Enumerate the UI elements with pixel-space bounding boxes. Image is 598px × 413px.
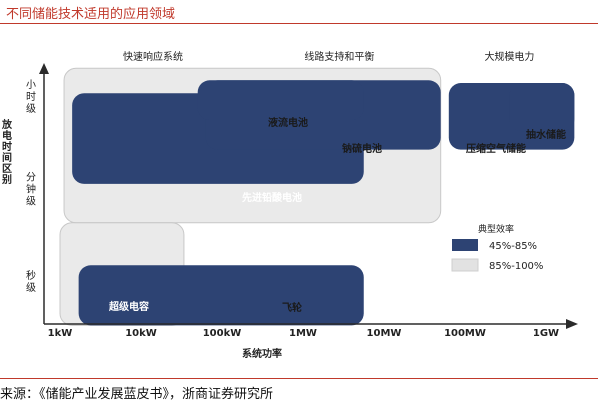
source-note: 来源：《储能产业发展蓝皮书》，浙商证券研究所 (0, 387, 274, 402)
y-axis-arrow (39, 63, 49, 74)
tech-box-5 (78, 265, 364, 326)
tech-label-1: 先进铅酸电池 (242, 191, 302, 204)
x-tick-label-0: 1kW (48, 328, 73, 339)
source-divider (0, 378, 598, 379)
application-area-label-1: 线路支持和平衡 (304, 50, 374, 63)
legend: 典型效率 45%-85% 85%-100% (451, 223, 543, 272)
x-axis-arrow (566, 319, 578, 329)
tech-box-4 (197, 80, 364, 121)
page-title: 不同储能技术适用的应用领域 (6, 7, 176, 22)
legend-title: 典型效率 (478, 223, 514, 235)
x-axis-title: 系统功率 (242, 347, 282, 360)
legend-swatch-1 (451, 258, 479, 272)
application-area-label-2: 大规模电力 (484, 50, 534, 63)
y-axis-title: 放电时间区别 (1, 118, 13, 186)
x-tick-label-2: 100kW (203, 328, 242, 339)
y-tick-label-0: 秒级 (26, 269, 36, 294)
y-tick-label-2: 小时级 (26, 79, 36, 115)
x-tick-label-3: 1MW (289, 328, 317, 339)
legend-label-1: 85%-100% (489, 261, 543, 272)
x-tick-label-4: 10MW (367, 328, 402, 339)
tech-label-0: 锂离子电池 (333, 230, 383, 243)
tech-label-2: 钠硫电池 (342, 142, 382, 155)
tech-label-4: 超级电容 (108, 300, 149, 313)
application-area-label-0: 快速响应系统 (123, 50, 183, 63)
title-divider (0, 23, 598, 24)
tech-label-7: 抽水储能 (526, 128, 566, 141)
x-tick-label-1: 10kW (125, 328, 157, 339)
tech-label-3: 液流电池 (268, 116, 308, 129)
application-area-labels: 快速响应系统 线路支持和平衡 大规模电力 (123, 50, 534, 63)
legend-swatch-0 (452, 239, 478, 251)
technology-boxes (59, 67, 575, 326)
x-tick-label-6: 1GW (533, 328, 559, 339)
tech-box-7 (509, 83, 575, 132)
legend-label-0: 45%-85% (489, 241, 537, 252)
y-tick-label-1: 分钟级 (26, 172, 36, 208)
x-tick-label-5: 100MW (444, 328, 486, 339)
axes: 1kW 10kW 100kW 1MW 10MW 100MW 1GW 系统功率 秒级 分钟级 小时级放… (1, 63, 578, 360)
tech-label-5: 飞轮 (282, 301, 302, 314)
tech-label-6: 压缩空气储能 (466, 142, 526, 155)
